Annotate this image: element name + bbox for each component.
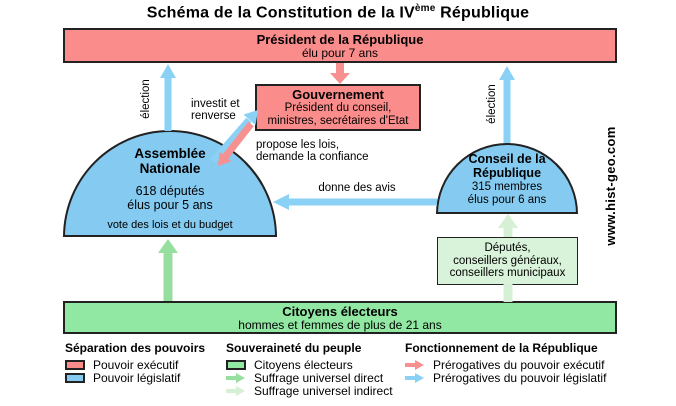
executive-swatch-icon	[65, 359, 85, 370]
president-to-gouvernement-arrow-icon	[330, 63, 350, 84]
legend-item-label: Suffrage universel indirect	[254, 383, 393, 398]
assemblee-name-line1: Assemblée	[134, 146, 206, 161]
legend-heading: Fonctionnement de la République	[405, 341, 598, 355]
president-title: Président de la République	[256, 31, 424, 47]
propose-line1: propose les lois,	[256, 139, 340, 151]
donne-des-avis-label: donne des avis	[318, 182, 396, 194]
assemblee-role: vote des lois et du budget	[107, 219, 233, 231]
legend-heading: Souveraineté du peuple	[226, 341, 362, 355]
assemblee-deputies: 618 députés	[135, 184, 205, 198]
legislative-swatch-icon	[65, 372, 85, 383]
suffrage-direct-legend-arrow-icon	[226, 372, 245, 383]
legend-item: Prérogatives du pouvoir exécutif	[405, 357, 606, 372]
citoyens-title: Citoyens électeurs	[282, 303, 398, 319]
legend-item-label: Suffrage universel direct	[254, 370, 384, 385]
propose-confiance-label: propose les lois, demande la confiance	[256, 139, 369, 163]
legend-item-label: Pouvoir législatif	[93, 370, 181, 385]
election-arrow-left-icon	[160, 64, 176, 131]
citizens-swatch-icon	[226, 359, 246, 370]
deputes-box: Députés, conseillers généraux, conseille…	[437, 237, 578, 285]
legend-item: Citoyens électeurs	[226, 357, 393, 372]
election-right-label: élection	[486, 84, 498, 124]
legend-item: Prérogatives du pouvoir législatif	[405, 370, 607, 385]
investit-line2: renverse	[191, 110, 236, 122]
citoyens-subtitle: hommes et femmes de plus de 21 ans	[238, 317, 442, 332]
election-arrow-right-icon	[499, 66, 515, 143]
election-left-label: élection	[140, 79, 152, 119]
conseil-name-line1: Conseil de la	[468, 152, 546, 166]
conseil-name-line2: République	[472, 166, 542, 180]
legend-item-label: Prérogatives du pouvoir exécutif	[433, 357, 605, 372]
title-superscript: ème	[414, 3, 436, 14]
legend-souverainete-peuple: Souveraineté du peuple Citoyens électeur…	[226, 341, 393, 398]
legislative-prerogatives-legend-arrow-icon	[405, 372, 424, 383]
title-suffix: République	[435, 4, 530, 22]
gouvernement-title: Gouvernement	[292, 87, 384, 102]
president-box: Président de la République élu pour 7 an…	[63, 28, 617, 63]
investit-line1: investit et	[191, 98, 240, 110]
investit-renverse-label: investit et renverse	[191, 98, 240, 122]
legend-item: Suffrage universel indirect	[226, 383, 393, 398]
legend-fonctionnement-republique: Fonctionnement de la République Prérogat…	[405, 341, 607, 385]
executive-prerogatives-legend-arrow-icon	[405, 359, 424, 370]
title-text: Schéma de la Constitution de la IV	[146, 4, 415, 22]
legend-item: Pouvoir législatif	[65, 370, 205, 385]
suffrage-direct-arrow-icon	[158, 239, 178, 301]
legend-heading: Séparation des pouvoirs	[65, 341, 206, 355]
citoyens-box: Citoyens électeurs hommes et femmes de p…	[63, 301, 617, 334]
deputes-line1: Députés,	[484, 242, 531, 255]
page-title: Schéma de la Constitution de la IVème Ré…	[0, 3, 676, 22]
gouvernement-box: Gouvernement Président du conseil, minis…	[255, 84, 421, 131]
conseil-members: 315 membres	[471, 181, 543, 193]
propose-line2: demande la confiance	[256, 151, 369, 163]
legend-item: Suffrage universel direct	[226, 370, 393, 385]
deputes-line2: conseillers généraux,	[453, 254, 562, 267]
suffrage-indirect-legend-arrow-icon	[226, 385, 245, 396]
gouvernement-line2: Président du conseil,	[284, 102, 392, 114]
suffrage-indirect-lower-arrow-icon	[503, 284, 513, 302]
assemblee-term: élus pour 5 ans	[127, 198, 213, 212]
donne-des-avis-arrow-icon	[273, 194, 437, 210]
legend-item: Pouvoir exécutif	[65, 357, 205, 372]
deputes-line3: conseillers municipaux	[449, 267, 566, 280]
assemblee-name-line2: Nationale	[139, 161, 201, 176]
legend-item-label: Prérogatives du pouvoir législatif	[433, 370, 607, 385]
legend-item-label: Citoyens électeurs	[254, 357, 353, 372]
conseil-term: élus pour 6 ans	[467, 194, 547, 206]
gouvernement-line3: ministres, secrétaires d'Etat	[267, 114, 409, 127]
president-subtitle: élu pour 7 ans	[301, 45, 379, 60]
assemblee-nationale-shape: Assemblée Nationale 618 députés élus pou…	[63, 130, 277, 237]
legend-separation-pouvoirs: Séparation des pouvoirs Pouvoir exécutif…	[65, 341, 206, 385]
watermark-hist-geo: www.hist-geo.com	[603, 126, 618, 246]
legend-item-label: Pouvoir exécutif	[93, 357, 179, 372]
suffrage-indirect-upper-arrow-icon	[498, 214, 518, 237]
conseil-republique-shape: Conseil de la République 315 membres élu…	[436, 143, 578, 214]
